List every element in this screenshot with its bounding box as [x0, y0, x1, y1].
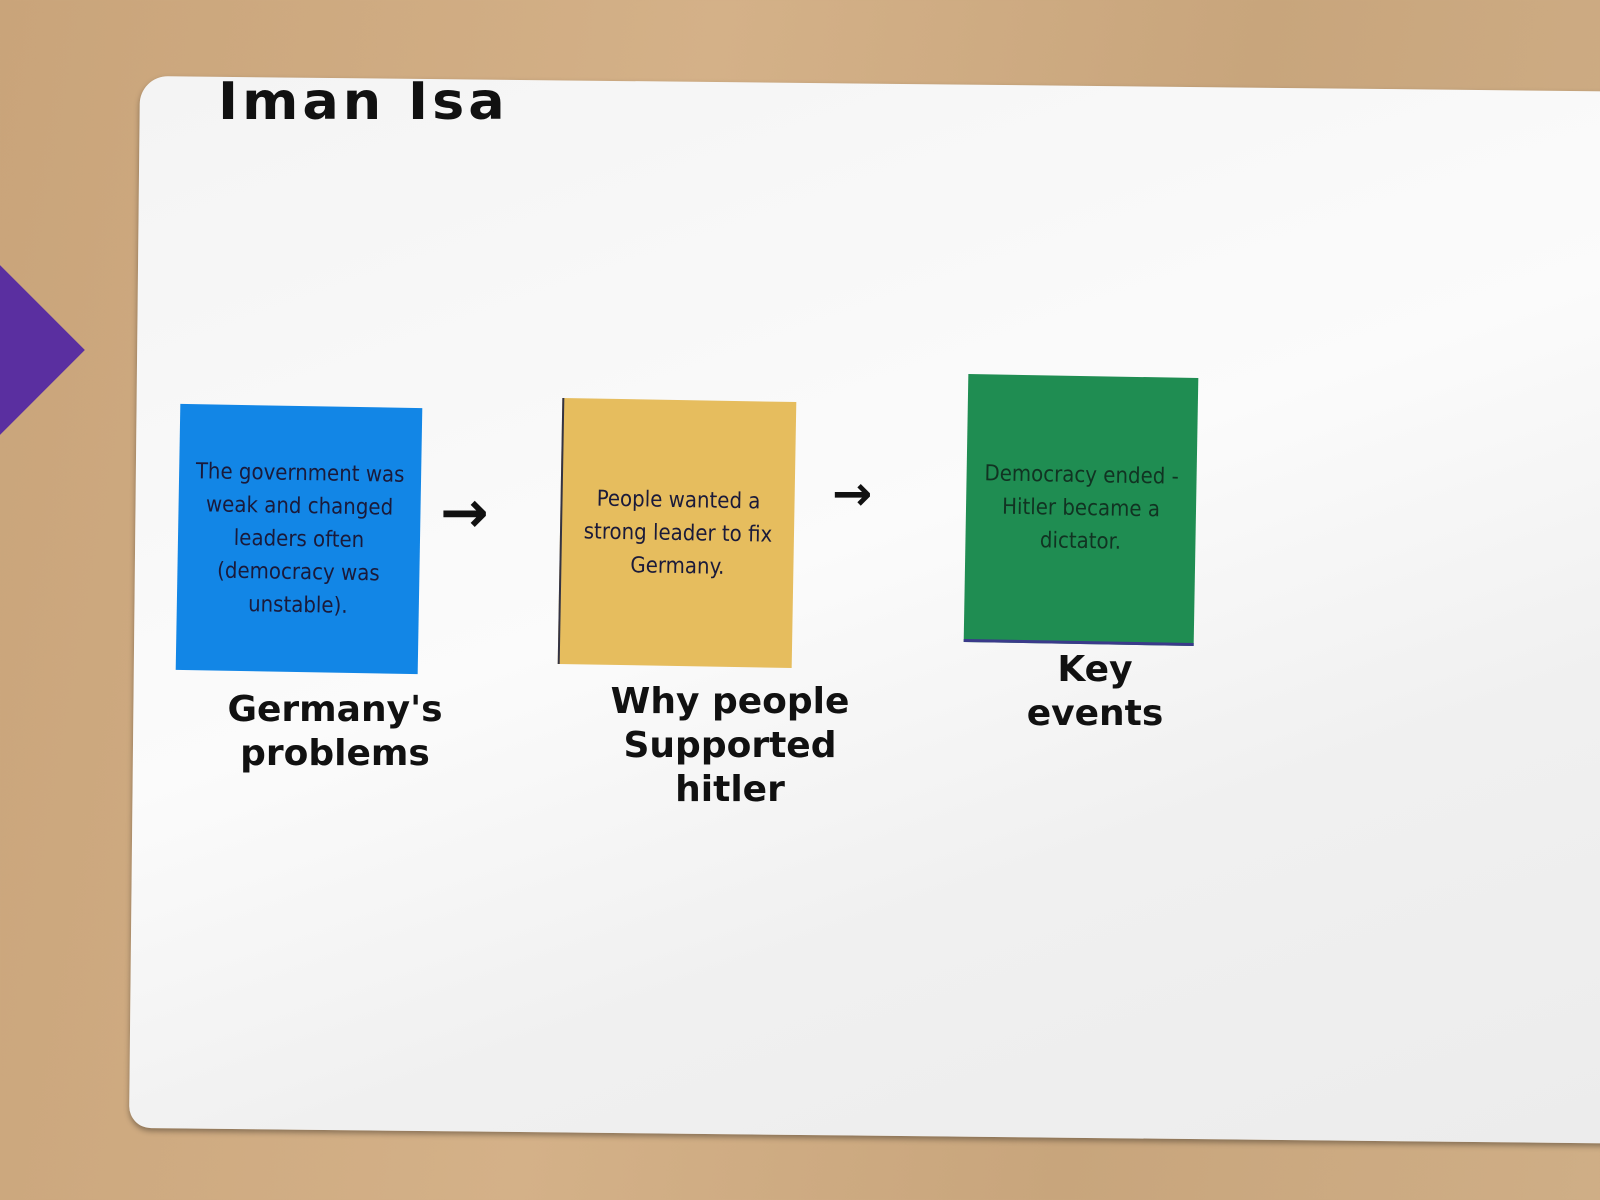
- card-text: Democracy ended - Hitler became a dictat…: [984, 461, 1179, 555]
- card-key-events: Democracy ended - Hitler became a dictat…: [963, 374, 1199, 646]
- purple-card-corner: [0, 265, 85, 435]
- label-key-events: Key events: [1026, 649, 1164, 734]
- label-why-people-supported: Why people Supported hitler: [610, 681, 850, 810]
- card-germanys-problems: The government was weak and changed lead…: [175, 403, 423, 675]
- card-why-people-supported: People wanted a strong leader to fix Ger…: [557, 397, 797, 669]
- card-text: The government was weak and changed lead…: [195, 458, 405, 619]
- student-name: Iman Isa: [218, 71, 509, 132]
- card-text: People wanted a strong leader to fix Ger…: [583, 486, 773, 580]
- label-germanys-problems: Germany's problems: [227, 689, 443, 774]
- arrow-icon: →: [440, 478, 489, 546]
- arrow-icon: →: [832, 466, 873, 522]
